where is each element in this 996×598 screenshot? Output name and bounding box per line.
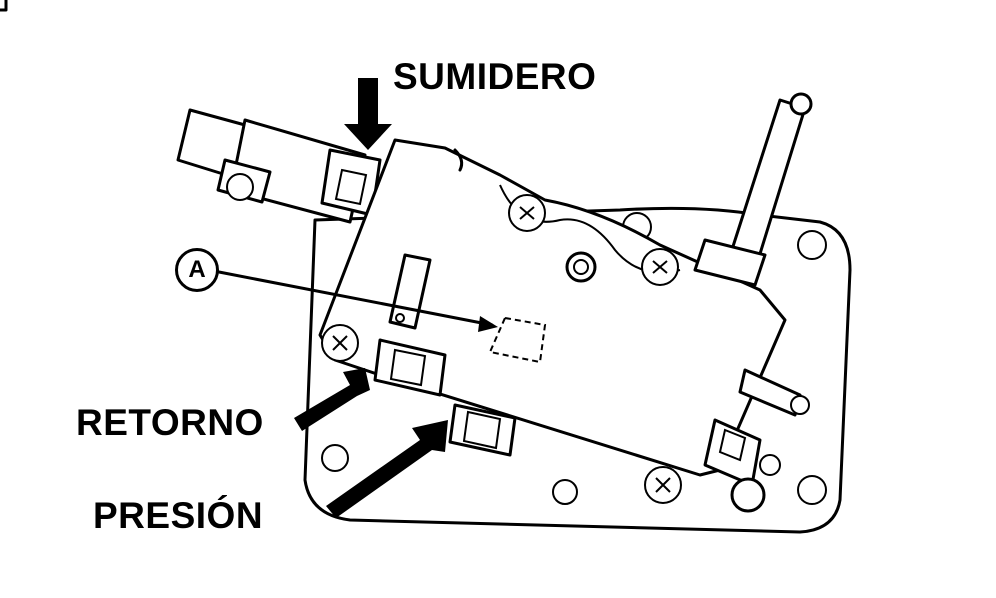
presion-arrow bbox=[326, 420, 448, 518]
presion-label: PRESIÓN bbox=[93, 495, 264, 536]
retorno-label: RETORNO bbox=[76, 402, 264, 443]
callout-leader bbox=[217, 270, 494, 327]
sumidero-label: SUMIDERO bbox=[393, 56, 597, 97]
linkage bbox=[703, 368, 810, 513]
retorno-arrow bbox=[294, 368, 370, 431]
callout-a-circle: A bbox=[175, 248, 219, 292]
callout-arrowhead bbox=[478, 316, 498, 332]
plate-bolts bbox=[321, 212, 827, 505]
corner-mark bbox=[0, 0, 8, 12]
solenoid-fitting bbox=[176, 108, 382, 224]
control-lever bbox=[693, 92, 813, 287]
sumidero-arrow bbox=[344, 78, 392, 150]
port-fittings bbox=[373, 338, 517, 457]
